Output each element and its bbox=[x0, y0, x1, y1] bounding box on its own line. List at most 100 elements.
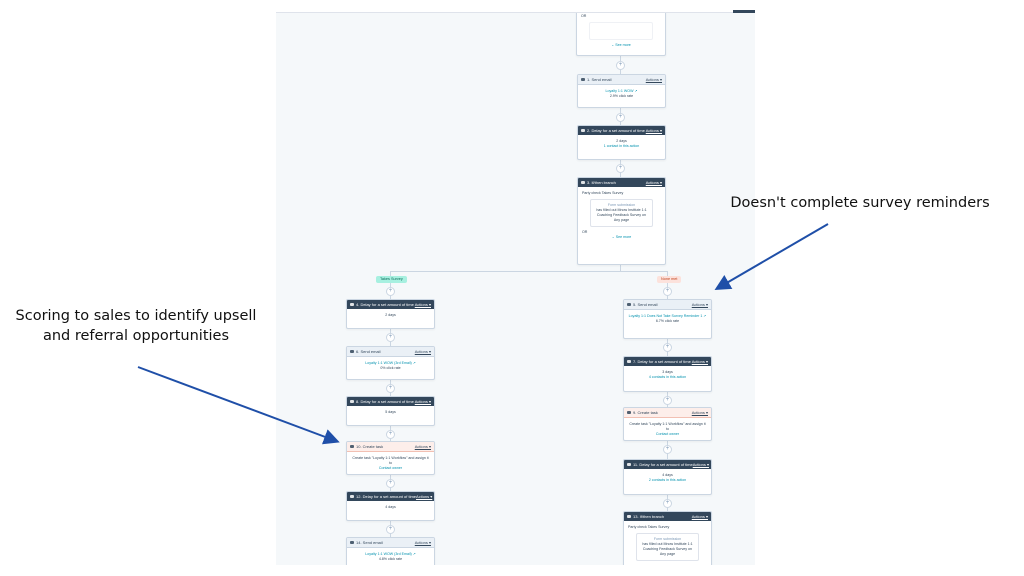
click-rate: 2.9% click rate bbox=[609, 94, 634, 98]
add-action-plus-icon[interactable]: + bbox=[386, 333, 395, 342]
see-more-link[interactable]: ⌄ See more bbox=[611, 43, 631, 47]
contacts-in-action-link[interactable]: 2 contacts in this action bbox=[648, 478, 687, 482]
email-link[interactable]: Loyalty 1:1 WOW ↗ bbox=[605, 89, 638, 93]
contact-owner-link[interactable]: Contact owner bbox=[655, 432, 680, 436]
contacts-in-action-link[interactable]: 4 contacts in this action bbox=[648, 375, 687, 379]
action-title: 5. Send email bbox=[633, 302, 658, 307]
action-card-send-email-1[interactable]: 1. Send email Actions ▾ Loyalty 1:1 WOW ↗… bbox=[577, 74, 666, 108]
branch-criteria: Party check Takes Survey bbox=[628, 525, 670, 529]
branch-label-none-met[interactable]: None met bbox=[657, 276, 682, 283]
email-link[interactable]: Loyalty 1:1 Does Not Take Survey Reminde… bbox=[628, 314, 707, 318]
actions-dropdown[interactable]: Actions ▾ bbox=[414, 302, 431, 307]
action-title: 8. Delay for a set amount of time bbox=[356, 399, 414, 404]
add-action-plus-icon[interactable]: + bbox=[386, 384, 395, 393]
actions-dropdown[interactable]: Actions ▾ bbox=[414, 349, 431, 354]
email-icon bbox=[581, 78, 585, 81]
branch-split-line bbox=[390, 271, 668, 272]
branch-icon bbox=[627, 515, 631, 518]
action-card-send-email-5[interactable]: 5. Send email Actions ▾ Loyalty 1:1 Does … bbox=[623, 299, 712, 339]
action-card-send-email-6[interactable]: 6. Send email Actions ▾ Loyalty 1:1 WOW (… bbox=[346, 346, 435, 380]
action-title: 11. Delay for a set amount of time bbox=[633, 462, 693, 467]
criteria-type: Form submission bbox=[607, 203, 636, 207]
add-action-plus-icon[interactable]: + bbox=[616, 61, 625, 70]
add-action-plus-icon[interactable]: + bbox=[386, 430, 395, 439]
actions-dropdown[interactable]: Actions ▾ bbox=[691, 302, 708, 307]
clock-icon bbox=[627, 463, 631, 466]
action-title: 10. Create task bbox=[356, 444, 384, 449]
actions-dropdown[interactable]: Actions ▾ bbox=[645, 180, 662, 185]
add-action-plus-icon[interactable]: + bbox=[386, 287, 395, 296]
actions-dropdown[interactable]: Actions ▾ bbox=[691, 410, 708, 415]
clock-icon bbox=[581, 129, 585, 132]
or-label: OR bbox=[582, 230, 588, 234]
actions-dropdown[interactable]: Actions ▾ bbox=[691, 359, 708, 364]
actions-dropdown[interactable]: Actions ▾ bbox=[692, 462, 709, 467]
branch-label-takes-survey[interactable]: Takes Survey bbox=[376, 276, 407, 283]
add-action-plus-icon[interactable]: + bbox=[663, 343, 672, 352]
email-icon bbox=[350, 541, 354, 544]
actions-dropdown[interactable]: Actions ▾ bbox=[416, 494, 433, 499]
annotation-left-line2: and referral opportunities bbox=[42, 328, 230, 344]
actions-dropdown[interactable]: Actions ▾ bbox=[645, 77, 662, 82]
action-title: 12. Delay for a set amount of time bbox=[356, 494, 417, 499]
email-link[interactable]: Loyalty 1:1 WOW (3rd Email) ↗ bbox=[365, 552, 416, 556]
task-icon bbox=[350, 445, 354, 448]
criteria-text: has filled out Mnow Institute 1:1 Coachi… bbox=[596, 208, 647, 222]
see-more-link[interactable]: ⌄ See more bbox=[611, 235, 632, 239]
actions-dropdown[interactable]: Actions ▾ bbox=[414, 444, 431, 449]
add-action-plus-icon[interactable]: + bbox=[386, 479, 395, 488]
action-card-create-task-10[interactable]: 10. Create task Actions ▾ Create task "Lo… bbox=[346, 441, 435, 475]
action-title: 14. Send email bbox=[356, 540, 383, 545]
add-action-plus-icon[interactable]: + bbox=[663, 499, 672, 508]
action-card-if-then-3[interactable]: 3. If/then branch Actions ▾ Party check T… bbox=[577, 177, 666, 265]
add-action-plus-icon[interactable]: + bbox=[663, 445, 672, 454]
branch-icon bbox=[581, 181, 585, 184]
action-card-send-email-14[interactable]: 14. Send email Actions ▾ Loyalty 1:1 WOW … bbox=[346, 537, 435, 565]
annotation-left-line1: Scoring to sales to identify upsell bbox=[15, 308, 257, 324]
delay-duration: 4 days bbox=[662, 473, 673, 477]
click-rate: 6.7% click rate bbox=[655, 319, 680, 323]
click-rate: 4.8% click rate bbox=[378, 557, 403, 561]
partial-branch-card[interactable]: OR ⌄ See more bbox=[576, 13, 666, 56]
email-icon bbox=[627, 303, 631, 306]
delay-duration: 4 days bbox=[385, 505, 396, 509]
add-action-plus-icon[interactable]: + bbox=[616, 113, 625, 122]
action-title: 1. Send email bbox=[587, 77, 612, 82]
action-title: 4. Delay for a set amount of time bbox=[356, 302, 414, 307]
action-title: 9. Create task bbox=[633, 410, 658, 415]
actions-dropdown[interactable]: Actions ▾ bbox=[691, 514, 708, 519]
email-icon bbox=[350, 350, 354, 353]
action-title: 2. Delay for a set amount of time bbox=[587, 128, 645, 133]
branch-criteria: Party check Takes Survey bbox=[582, 191, 624, 195]
clock-icon bbox=[350, 495, 354, 498]
delay-duration: 2 days bbox=[385, 313, 396, 317]
contacts-in-action-link[interactable]: 1 contact in this action bbox=[603, 144, 640, 148]
action-card-create-task-9[interactable]: 9. Create task Actions ▾ Create task "Loy… bbox=[623, 407, 712, 441]
email-link[interactable]: Loyalty 1:1 WOW (3rd Email) ↗ bbox=[365, 361, 416, 365]
actions-dropdown[interactable]: Actions ▾ bbox=[645, 128, 662, 133]
contact-owner-link[interactable]: Contact owner bbox=[378, 466, 403, 470]
or-label: OR bbox=[581, 14, 587, 18]
criteria-text: has filled out Mnow Institute 1:1 Coachi… bbox=[642, 542, 693, 556]
add-action-plus-icon[interactable]: + bbox=[663, 287, 672, 296]
task-description: Create task "Loyalty 1:1 Workflow" and a… bbox=[629, 422, 706, 431]
actions-dropdown[interactable]: Actions ▾ bbox=[414, 540, 431, 545]
action-title: 3. If/then branch bbox=[587, 180, 616, 185]
action-card-if-then-13[interactable]: 13. If/then branch Actions ▾ Party check … bbox=[623, 511, 712, 565]
task-description: Create task "Loyalty 1:1 Workflow" and a… bbox=[352, 456, 429, 465]
add-action-plus-icon[interactable]: + bbox=[386, 525, 395, 534]
add-action-plus-icon[interactable]: + bbox=[663, 396, 672, 405]
delay-duration: 2 days bbox=[616, 139, 627, 143]
add-action-plus-icon[interactable]: + bbox=[616, 164, 625, 173]
actions-dropdown[interactable]: Actions ▾ bbox=[414, 399, 431, 404]
action-title: 13. If/then branch bbox=[633, 514, 665, 519]
action-title: 6. Send email bbox=[356, 349, 381, 354]
clock-icon bbox=[627, 360, 631, 363]
